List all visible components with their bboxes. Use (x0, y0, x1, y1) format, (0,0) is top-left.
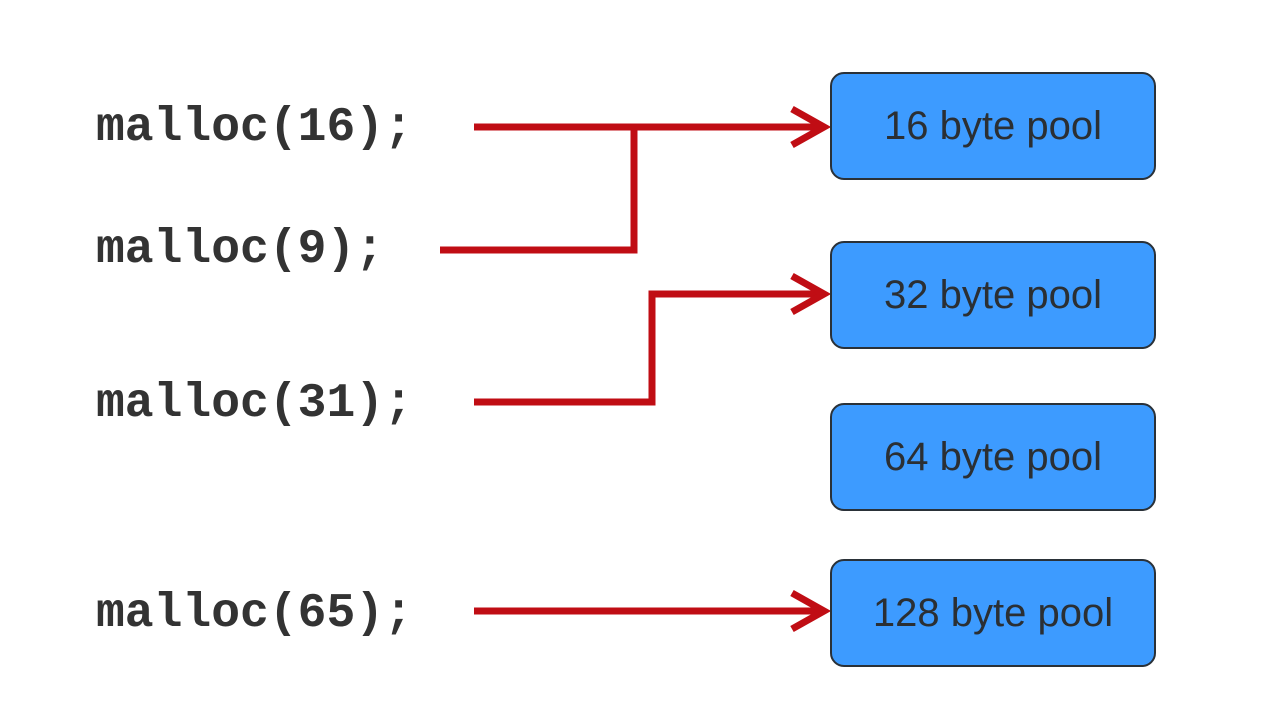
malloc-65-call: malloc(65); (96, 587, 413, 641)
malloc-16-call: malloc(16); (96, 101, 413, 155)
arrowhead-32-pool (790, 272, 832, 316)
pool-128-byte: 128 byte pool (830, 559, 1156, 667)
pool-128-byte-label: 128 byte pool (872, 590, 1114, 635)
arrowhead-128-pool (790, 589, 832, 633)
pool-16-byte: 16 byte pool (830, 72, 1156, 180)
malloc-31-call: malloc(31); (96, 377, 413, 431)
malloc-9-call: malloc(9); (96, 223, 385, 277)
arrow-malloc-9 (440, 127, 638, 254)
arrow-malloc-31 (474, 290, 822, 406)
pool-64-byte-label: 64 byte pool (884, 434, 1102, 479)
pool-32-byte: 32 byte pool (830, 241, 1156, 349)
pool-16-byte-label: 16 byte pool (884, 103, 1102, 148)
arrowhead-16-pool (790, 105, 832, 149)
pool-32-byte-label: 32 byte pool (884, 272, 1102, 317)
pool-64-byte: 64 byte pool (830, 403, 1156, 511)
